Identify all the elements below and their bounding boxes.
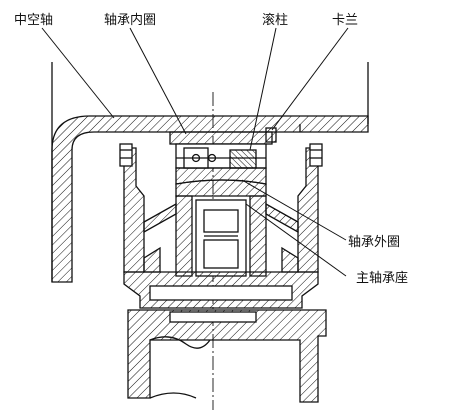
flange-block [265,127,277,143]
label-inner-ring: 轴承内圈 [104,12,156,28]
lower-support [127,309,327,403]
label-roller: 滚柱 [262,12,288,28]
main-bearing-seat [119,143,323,309]
bearing-outer-ring [175,167,267,197]
hollow-shaft-body [51,62,369,283]
label-flange: 卡兰 [332,13,358,28]
label-hollow-shaft: 中空轴 [14,13,53,28]
leader-lines [41,27,349,277]
label-main-bearing-seat: 主轴承座 [356,271,408,286]
roller-elements [176,147,266,169]
label-outer-ring: 轴承外圈 [348,235,400,250]
